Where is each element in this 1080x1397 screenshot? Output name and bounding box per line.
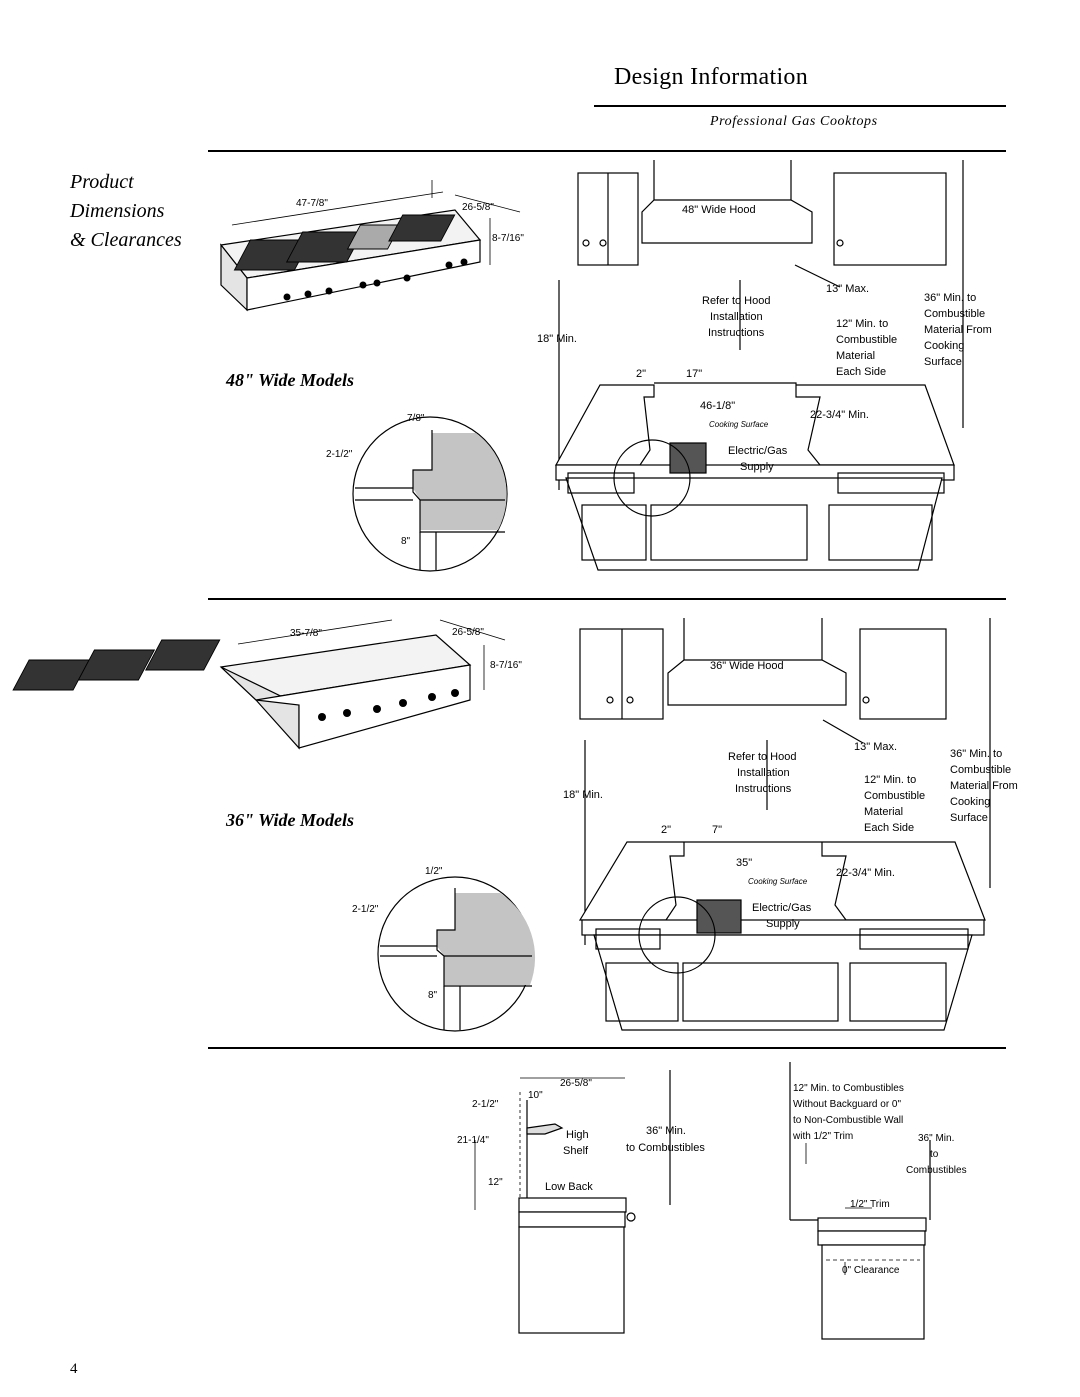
- detail-48-step: 2-1/2": [326, 449, 353, 460]
- detail-36-step: 2-1/2": [352, 904, 379, 915]
- install-48-max: 13" Max.: [826, 283, 869, 295]
- header-rule: [594, 105, 1006, 107]
- install-48-front: 22-3/4" Min.: [810, 409, 869, 421]
- install-48-top-5: Surface: [924, 356, 962, 368]
- trim-label: 1/2" Trim: [850, 1199, 890, 1210]
- trim-min-2: to: [930, 1149, 939, 1160]
- install-36-refer-2: Installation: [737, 767, 790, 779]
- side-ten: 10": [528, 1090, 543, 1101]
- install-48-top-4: Cooking: [924, 340, 964, 352]
- trim-note-3: to Non-Combustible Wall: [793, 1115, 903, 1126]
- install-48-drawing: 48" Wide Hood 13" Max. Refer to Hood Ins…: [537, 160, 992, 571]
- detail-36-top: 1/2": [425, 866, 443, 877]
- detail-48-bottom: 8": [401, 536, 411, 547]
- install-36-top-5: Surface: [950, 812, 988, 824]
- detail-36-bottom: 8": [428, 990, 438, 1001]
- cooktop-36-depth: 26-5/8": [452, 627, 484, 638]
- install-36-top-3: Material From: [950, 780, 1018, 792]
- install-36-supply-1: Electric/Gas: [752, 902, 812, 914]
- install-36-supply-2: Supply: [766, 918, 800, 930]
- install-48-gap-17: 17": [686, 368, 702, 380]
- install-36-side-4: Each Side: [864, 822, 914, 834]
- trim-note-2: Without Backguard or 0": [793, 1099, 901, 1110]
- install-36-cooking-surface: Cooking Surface: [748, 877, 808, 886]
- install-48-side-2: Combustible: [836, 334, 897, 346]
- install-36-refer-1: Refer to Hood: [728, 751, 796, 763]
- install-48-top-2: Combustible: [924, 308, 985, 320]
- install-36-side-3: Material: [864, 806, 903, 818]
- install-48-top-3: Material From: [924, 324, 992, 336]
- install-48-top-1: 36" Min. to: [924, 292, 976, 304]
- trim-note-1: 12" Min. to Combustibles: [793, 1083, 904, 1094]
- install-36-max: 13" Max.: [854, 741, 897, 753]
- detail-48-top: 7/8": [407, 413, 425, 424]
- page-subtitle: Professional Gas Cooktops: [710, 114, 878, 129]
- install-48-supply-1: Electric/Gas: [728, 445, 788, 457]
- page-title: Design Information: [614, 64, 809, 90]
- section-title-line-1: Product: [70, 171, 134, 193]
- install-48-gap-2: 2": [636, 368, 646, 380]
- install-48-hood: 48" Wide Hood: [682, 204, 756, 216]
- detail-36-drawing: 1/2" 2-1/2" 8": [352, 866, 536, 1032]
- install-36-top-2: Combustible: [950, 764, 1011, 776]
- install-36-side-1: 12" Min. to: [864, 774, 916, 786]
- install-48-min18: 18" Min.: [537, 333, 577, 345]
- side-view-drawing: 26-5/8" 10" 2-1/2" 21-1/4" 12" High Shel…: [457, 1070, 705, 1334]
- side-high: 21-1/4": [457, 1135, 489, 1146]
- side-shelf-1: High: [566, 1129, 589, 1141]
- install-36-gap-2: 2": [661, 824, 671, 836]
- trim-view-drawing: 12" Min. to Combustibles Without Backgua…: [789, 1062, 967, 1340]
- install-36-hood: 36" Wide Hood: [710, 660, 784, 672]
- cooktop-36-width: 35-7/8": [290, 628, 322, 639]
- cooktop-48-width: 47-7/8": [296, 198, 328, 209]
- install-48-refer-2: Installation: [710, 311, 763, 323]
- side-step: 2-1/2": [472, 1099, 499, 1110]
- divider-1: [208, 598, 1006, 600]
- cooktop-48-depth: 26-5/8": [462, 202, 494, 213]
- models-48-heading: 48" Wide Models: [226, 370, 354, 390]
- install-36-gap-7: 7": [712, 824, 722, 836]
- trim-min-3: Combustibles: [906, 1165, 967, 1176]
- install-48-refer-3: Instructions: [708, 327, 765, 339]
- install-36-refer-3: Instructions: [735, 783, 792, 795]
- trim-min-1: 36" Min.: [918, 1133, 954, 1144]
- install-36-drawing: 36" Wide Hood 13" Max. Refer to Hood Ins…: [563, 618, 1018, 1031]
- install-48-supply-2: Supply: [740, 461, 774, 473]
- install-48-side-4: Each Side: [836, 366, 886, 378]
- side-low: 12": [488, 1177, 503, 1188]
- trim-clearance: 0" Clearance: [842, 1265, 900, 1276]
- section-title-line-2: Dimensions: [70, 200, 165, 222]
- divider-2: [208, 1047, 1006, 1049]
- cooktop-36-height: 8-7/16": [490, 660, 522, 671]
- install-36-front: 22-3/4" Min.: [836, 867, 895, 879]
- install-48-side-1: 12" Min. to: [836, 318, 888, 330]
- install-36-side-2: Combustible: [864, 790, 925, 802]
- install-36-top-1: 36" Min. to: [950, 748, 1002, 760]
- install-36-top-4: Cooking: [950, 796, 990, 808]
- cooktop-48-drawing: 47-7/8" 26-5/8" 8-7/16": [219, 180, 524, 312]
- models-36-heading: 36" Wide Models: [226, 810, 354, 830]
- cooktop-36-drawing: 35-7/8" 26-5/8" 8-7/16": [12, 619, 522, 750]
- detail-48-drawing: 7/8" 2-1/2" 8": [326, 413, 508, 572]
- install-48-cooking-surface: Cooking Surface: [709, 420, 769, 429]
- side-min-2: to Combustibles: [626, 1142, 705, 1154]
- side-min-1: 36" Min.: [646, 1125, 686, 1137]
- install-48-side-3: Material: [836, 350, 875, 362]
- install-36-cutout: 35": [736, 857, 752, 869]
- cooktop-48-height: 8-7/16": [492, 233, 524, 244]
- side-shelf-2: Shelf: [563, 1145, 589, 1157]
- section-title: Product Dimensions & Clearances: [70, 168, 182, 255]
- section-title-line-3: & Clearances: [70, 229, 182, 251]
- install-48-refer-1: Refer to Hood: [702, 295, 770, 307]
- side-low-back: Low Back: [545, 1181, 593, 1193]
- side-depth: 26-5/8": [560, 1078, 592, 1089]
- trim-note-4: with 1/2" Trim: [792, 1131, 853, 1142]
- page-number: 4: [70, 1361, 78, 1377]
- install-48-cutout: 46-1/8": [700, 400, 735, 412]
- install-36-min18: 18" Min.: [563, 789, 603, 801]
- section-rule: [208, 150, 1006, 152]
